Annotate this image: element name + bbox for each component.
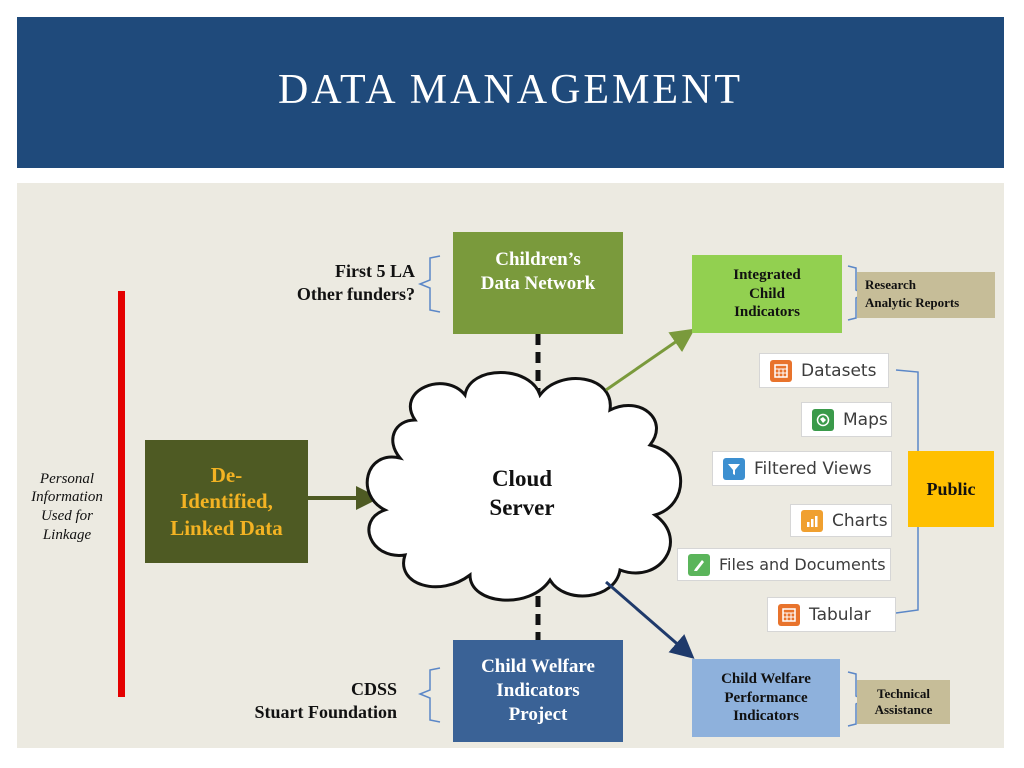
public-box: Public bbox=[908, 451, 994, 527]
technical-assistance-box: Technical Assistance bbox=[857, 680, 950, 724]
charts-button[interactable]: Charts bbox=[790, 504, 892, 537]
files-and-documents-label: Files and Documents bbox=[719, 555, 886, 574]
maps-icon bbox=[812, 408, 834, 431]
arrow-to-integrated bbox=[605, 328, 695, 392]
charts-icon bbox=[801, 509, 823, 532]
cloud-server-label: Cloud Server bbox=[489, 466, 555, 520]
files-icon bbox=[688, 553, 710, 576]
files-and-documents-button[interactable]: Files and Documents bbox=[677, 548, 891, 581]
datasets-button[interactable]: Datasets bbox=[759, 353, 889, 388]
personal-information-label: Personal Information Used for Linkage bbox=[31, 470, 103, 543]
charts-label: Charts bbox=[832, 510, 888, 531]
child-welfare-performance-indicators-box: Child Welfare Performance Indicators bbox=[692, 659, 840, 737]
maps-button[interactable]: Maps bbox=[801, 402, 892, 437]
integrated-child-indicators-box: Integrated Child Indicators bbox=[692, 255, 842, 333]
cloud-shape bbox=[365, 371, 683, 602]
tabular-label: Tabular bbox=[809, 604, 871, 625]
bottom-funders-label: CDSS Stuart Foundation bbox=[254, 679, 397, 723]
brace-bottom-funders bbox=[417, 667, 441, 723]
top-funders-label: First 5 LA Other funders? bbox=[296, 261, 415, 304]
brace-top-funders bbox=[417, 255, 441, 313]
red-bar bbox=[118, 291, 125, 697]
filter-icon bbox=[723, 457, 745, 480]
title-bar bbox=[17, 17, 1004, 168]
datasets-icon bbox=[770, 359, 792, 382]
filtered-views-label: Filtered Views bbox=[754, 458, 872, 479]
childrens-data-network-box: Children’s Data Network bbox=[453, 232, 623, 334]
datasets-label: Datasets bbox=[801, 360, 877, 381]
slide-title: DATA MANAGEMENT bbox=[277, 67, 744, 113]
tabular-button[interactable]: Tabular bbox=[767, 597, 896, 632]
arrow-to-cwpi bbox=[605, 580, 695, 659]
research-analytic-reports-box: Research Analytic Reports bbox=[857, 272, 995, 318]
child-welfare-indicators-project-box: Child Welfare Indicators Project bbox=[453, 640, 623, 742]
tabular-icon bbox=[778, 603, 800, 626]
maps-label: Maps bbox=[843, 409, 888, 430]
filtered-views-button[interactable]: Filtered Views bbox=[712, 451, 892, 486]
deidentified-data-box: De- Identified, Linked Data bbox=[145, 440, 308, 563]
